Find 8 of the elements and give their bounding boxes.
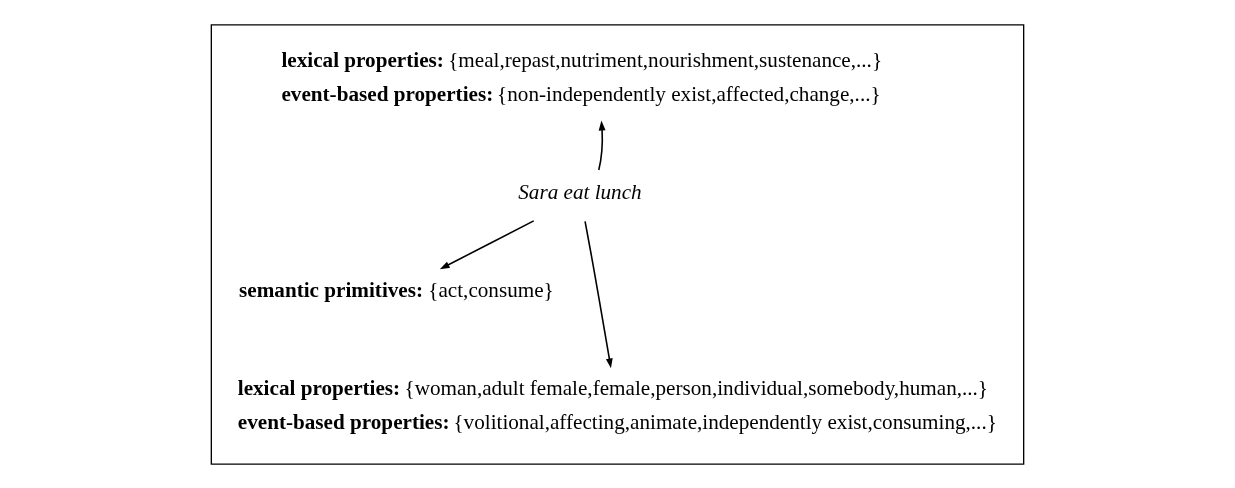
node-text: lexical properties: {woman,adult female,female,person,individual,somebody,human,...} event-based properties: {volitional,affecting,animate,independently exist,consuming,...} — [237, 375, 997, 434]
arrow — [584, 220, 613, 368]
cluster — [210, 23, 1025, 465]
node-text: lexical properties: {meal,repast,nutriment,nourishment,sustenance,...} event-based properties: {non-independently exist,affected,change,...} — [281, 47, 883, 106]
node-text: Sara eat lunch — [518, 179, 642, 204]
node-text: semantic primitives: {act,consume} — [239, 277, 554, 302]
arrow — [439, 219, 535, 269]
arrow — [598, 120, 606, 171]
